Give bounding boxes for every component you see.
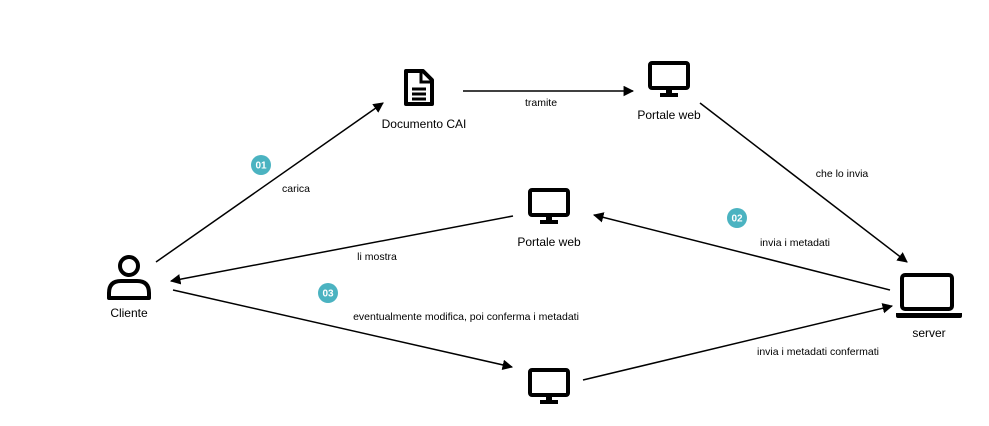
edge-che-lo-invia [699, 102, 908, 263]
edge-label-confermati: invia i metadati confermati [757, 346, 879, 358]
edge-label-li-mostra: li mostra [357, 251, 397, 263]
step-badge-01: 01 [251, 155, 271, 175]
edge-label-carica: carica [282, 183, 310, 195]
step-badge-02: 02 [727, 208, 747, 228]
svg-text:01: 01 [255, 161, 267, 172]
edge-invia-metadati [592, 212, 891, 291]
edge-label-tramite: tramite [525, 97, 557, 109]
edge-carica [155, 102, 384, 263]
step-badge-03: 03 [318, 283, 338, 303]
edge-label-che-lo-invia: che lo invia [816, 168, 869, 180]
svg-text:02: 02 [731, 214, 743, 225]
user-icon [107, 255, 151, 300]
edge-li-mostra [169, 215, 514, 285]
monitor-icon [648, 61, 690, 97]
document-icon [404, 69, 434, 106]
portale-mid-label: Portale web [517, 235, 581, 249]
portale-top-label: Portale web [637, 108, 701, 122]
server-label: server [912, 326, 945, 340]
svg-text:03: 03 [322, 289, 334, 300]
documento-label: Documento CAI [382, 117, 467, 131]
edge-label-modifica: eventualmente modifica, poi conferma i m… [353, 311, 579, 323]
edge-confermati [582, 303, 894, 381]
monitor-icon [528, 368, 570, 404]
cliente-label: Cliente [110, 306, 148, 320]
monitor-icon [528, 188, 570, 224]
edge-modifica [172, 289, 514, 371]
edge-label-invia-metadati: invia i metadati [760, 237, 830, 249]
laptop-icon [896, 273, 962, 318]
